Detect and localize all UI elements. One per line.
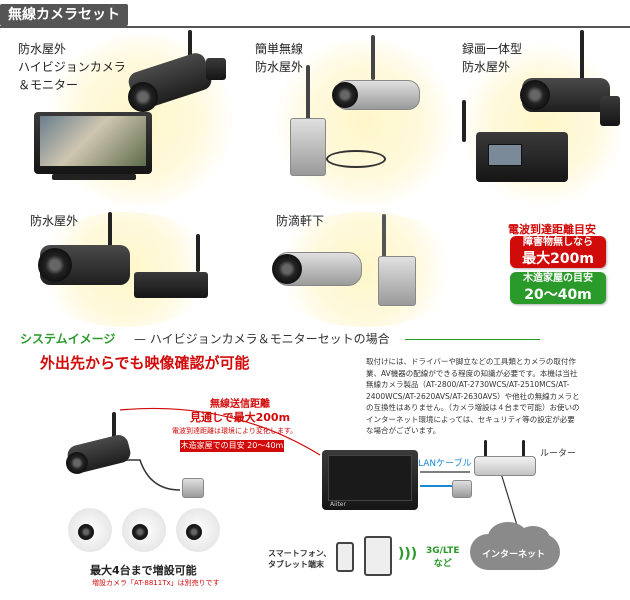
antenna — [382, 214, 386, 259]
receiver-box — [134, 272, 208, 298]
product-2-label-line: 防水屋外 — [255, 60, 304, 74]
cloud-part — [516, 526, 550, 552]
range-obstacle-small: 障害物無しなら — [523, 237, 593, 248]
camera-mount — [600, 96, 620, 126]
wireless-arc — [119, 407, 321, 456]
range-badge-wooden: 木造家屋の目安 20～40m — [510, 272, 606, 304]
antenna — [196, 234, 200, 272]
network-label: 3G/LTE など — [426, 546, 459, 569]
antenna — [306, 65, 310, 120]
camera-lens — [186, 524, 202, 540]
monitor-screen — [40, 116, 146, 166]
section-title: 無線カメラセット — [0, 4, 128, 26]
system-subtitle: — ハイビジョンカメラ＆モニターセットの場合 — [134, 332, 390, 346]
av-cable — [326, 150, 386, 168]
product-5-label-line: 防滴軒下 — [276, 214, 325, 228]
camera-lens — [520, 80, 550, 110]
product-5-label: 防滴軒下 — [276, 212, 324, 230]
internet-label: インターネット — [482, 550, 546, 560]
monitor-stand — [52, 174, 136, 180]
product-3-label-line: 録画一体型 — [462, 42, 523, 56]
antenna — [112, 412, 116, 446]
camera-lens — [78, 524, 94, 540]
install-notes: 取付けには、ドライバーや脚立などの工具類とカメラの取付作業、AV機器の配線ができ… — [366, 357, 580, 435]
system-divider — [405, 339, 540, 340]
camera-lens — [332, 82, 358, 108]
phone-label: スマートフォン、 タブレット端末 — [268, 548, 331, 570]
monitor-screen — [328, 455, 412, 501]
range-obstacle-big: 最大200m — [522, 251, 594, 267]
product-4-label: 防水屋外 — [30, 212, 78, 230]
product-3-label-line: 防水屋外 — [462, 60, 511, 74]
callout-note: 電波到達距離は環境により変化します。 — [172, 427, 298, 435]
product-1-label: 防水屋外 ハイビジョンカメラ ＆モニター — [18, 40, 126, 94]
antenna — [580, 30, 584, 80]
phone-label-1: スマートフォン、 — [268, 549, 332, 558]
camera-cable — [112, 459, 181, 491]
camera-lens — [132, 524, 148, 540]
callout-bar: 木造家屋での目安 20～40m — [180, 440, 284, 452]
lan-label: LANケーブル — [418, 459, 472, 469]
antenna — [371, 35, 375, 80]
product-2-label-line: 簡単無線 — [255, 42, 304, 56]
power-outlet — [452, 480, 472, 498]
product-2-label: 簡単無線 防水屋外 — [255, 40, 303, 76]
range-callout: 無線送信距離 見通しで最大200m — [180, 398, 300, 425]
router-box — [474, 456, 536, 476]
receiver-box — [290, 118, 326, 176]
signal-waves-icon: ))) — [398, 546, 418, 562]
callout-line-2: 見通しで最大200m — [189, 411, 291, 424]
expand-label: 最大4台まで増設可能 — [90, 564, 197, 577]
power-outlet — [182, 478, 204, 498]
product-1-label-line: ＆モニター — [18, 78, 79, 92]
title-divider — [0, 26, 630, 28]
range-badge-obstacle: 障害物無しなら 最大200m — [510, 236, 606, 268]
system-headline: 外出先からでも映像確認が可能 — [40, 354, 250, 372]
product-3-label: 録画一体型 防水屋外 — [462, 40, 522, 76]
phone-label-2: タブレット端末 — [268, 560, 324, 569]
camera-lens — [272, 254, 302, 284]
monitor-brand: Aiiter — [330, 501, 346, 508]
product-1-label-line: 防水屋外 — [18, 42, 67, 56]
tablet-icon — [364, 536, 392, 576]
antenna — [462, 100, 466, 142]
antenna — [188, 30, 192, 70]
callout-line-1: 無線送信距離 — [210, 399, 270, 410]
range-wooden-big: 20～40m — [524, 287, 592, 303]
camera-mount — [206, 58, 226, 80]
antenna — [522, 440, 525, 460]
camera-lens — [66, 452, 88, 474]
system-title: システムイメージ — [20, 332, 116, 346]
router-label: ルーター — [540, 449, 577, 459]
network-label-1: 3G/LTE — [426, 546, 460, 556]
product-1-label-line: ハイビジョンカメラ — [18, 60, 126, 74]
smartphone-icon — [336, 542, 354, 572]
camera-lens — [128, 82, 158, 112]
expand-note: 増設カメラ「AT-8811Tx」は別売りです — [92, 579, 220, 587]
receiver-box — [378, 256, 416, 306]
antenna — [108, 212, 112, 254]
range-title: 電波到達距離目安 — [508, 223, 596, 236]
antenna — [484, 440, 487, 460]
product-4-label-line: 防水屋外 — [30, 214, 79, 228]
range-wooden-small: 木造家屋の目安 — [523, 273, 593, 284]
camera-lens — [38, 248, 72, 282]
network-label-2: など — [433, 559, 452, 569]
recorder-screen — [488, 144, 522, 166]
